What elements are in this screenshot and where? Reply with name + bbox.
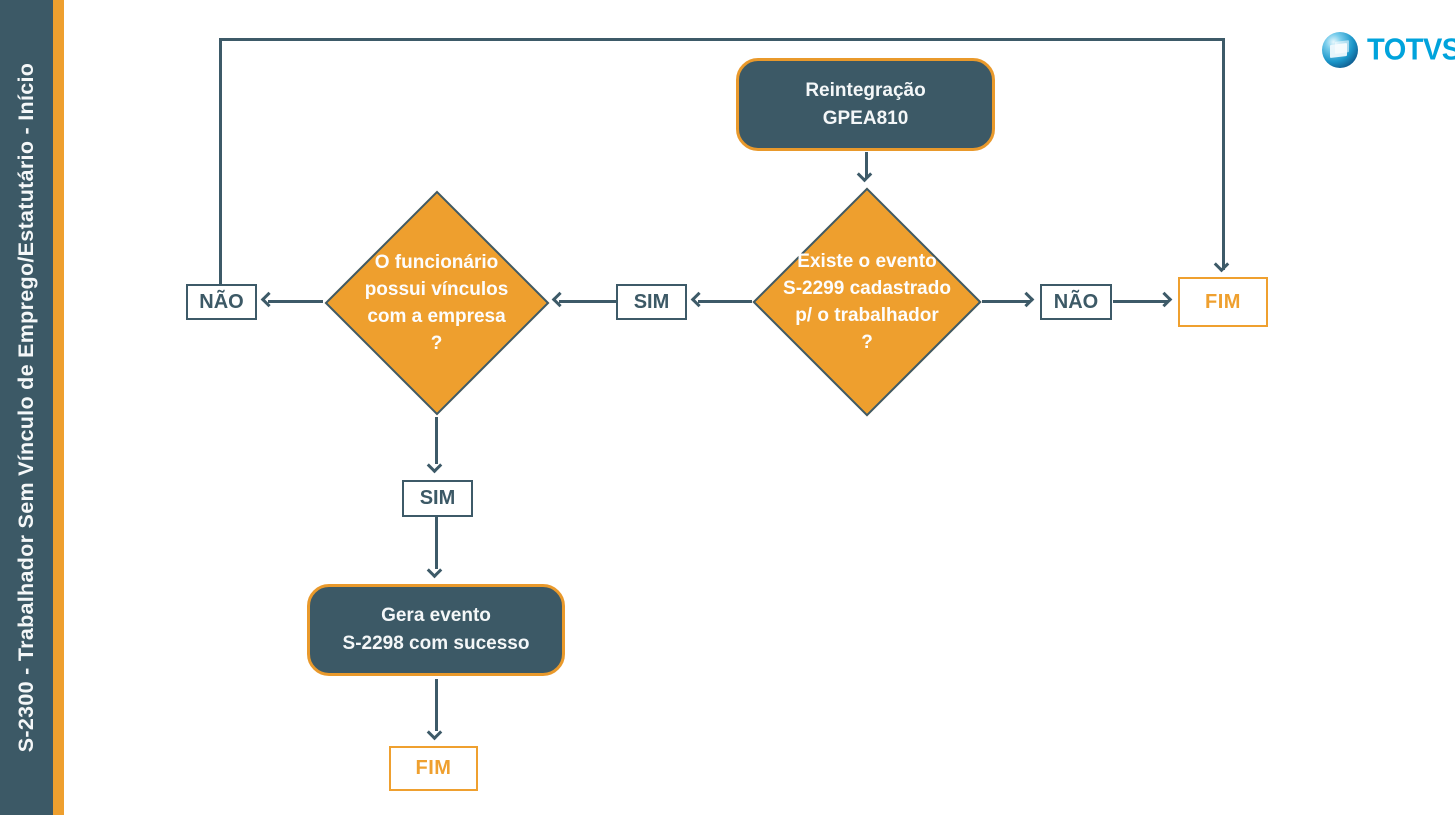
label-nao-right: NÃO	[1040, 284, 1112, 320]
decision-vinculos-line2: possui vínculos	[364, 278, 509, 300]
connector-simbottom-down	[435, 517, 438, 569]
label-nao-left: NÃO	[186, 284, 257, 320]
connector-s2299-nao	[982, 300, 1030, 303]
node-fim-top: FIM	[1178, 277, 1268, 327]
connector-sim-vinculos	[559, 300, 616, 303]
arrowhead-into-decision-s2299	[856, 166, 873, 183]
decision-s2299-text: Existe o evento S-2299 cadastrado p/ o t…	[752, 187, 982, 417]
start-node-line1: Reintegração	[805, 79, 926, 101]
node-decision-vinculos: O funcionário possui vínculos com a empr…	[323, 189, 550, 416]
node-fim-bottom: FIM	[389, 746, 478, 791]
connector-naoright-fim	[1113, 300, 1168, 303]
totvs-logo-icon	[1322, 32, 1358, 68]
arrowhead-into-sim-middle	[690, 291, 707, 308]
decision-vinculos-line1: O funcionário	[374, 251, 499, 273]
totvs-logo-pane2-icon	[1335, 40, 1349, 54]
process-node-line2: S-2298 com sucesso	[342, 633, 530, 654]
arrowhead-into-decision-vinculos	[551, 291, 568, 308]
process-node-line1: Gera evento	[381, 605, 491, 626]
totvs-logo: TOTVS	[1322, 32, 1455, 68]
arrowhead-into-fim-top	[1213, 256, 1230, 273]
node-decision-s2299: Existe o evento S-2299 cadastrado p/ o t…	[752, 187, 982, 417]
connector-naoleft-up	[219, 38, 222, 284]
arrowhead-into-fim-bottom	[426, 724, 443, 741]
arrowhead-into-fim-right	[1156, 291, 1173, 308]
decision-vinculos-text: O funcionário possui vínculos com a empr…	[323, 189, 550, 416]
connector-fimtop-down	[1222, 38, 1225, 270]
node-start-reintegracao: Reintegração GPEA810	[736, 58, 995, 151]
connector-vinculos-nao	[268, 300, 323, 303]
decision-s2299-line4: ?	[861, 332, 873, 353]
connector-start-down	[865, 152, 868, 178]
sidebar-bar	[0, 0, 53, 815]
arrowhead-into-sim-bottom	[426, 457, 443, 474]
sidebar-accent-stripe	[53, 0, 64, 815]
arrowhead-into-nao-right	[1018, 291, 1035, 308]
node-process-s2298: Gera evento S-2298 com sucesso	[307, 584, 565, 676]
totvs-logo-wordmark: TOTVS	[1367, 32, 1455, 67]
slide-title-vertical: S-2300 - Trabalhador Sem Vínculo de Empr…	[14, 62, 38, 753]
decision-s2299-line1: Existe o evento	[797, 251, 937, 272]
decision-s2299-line2: S-2299 cadastrado	[783, 278, 951, 299]
label-sim-middle: SIM	[616, 284, 687, 320]
decision-vinculos-line3: com a empresa	[367, 305, 506, 327]
connector-top-horizontal	[219, 38, 1225, 41]
label-sim-bottom: SIM	[402, 480, 473, 517]
decision-s2299-line3: p/ o trabalhador	[795, 305, 939, 326]
arrowhead-into-process	[426, 562, 443, 579]
decision-vinculos-line4: ?	[430, 332, 443, 354]
connector-s2299-sim	[698, 300, 752, 303]
arrowhead-into-nao-left	[260, 291, 277, 308]
connector-process-down	[435, 679, 438, 731]
start-node-line2: GPEA810	[822, 107, 909, 129]
connector-vinculos-down	[435, 417, 438, 464]
